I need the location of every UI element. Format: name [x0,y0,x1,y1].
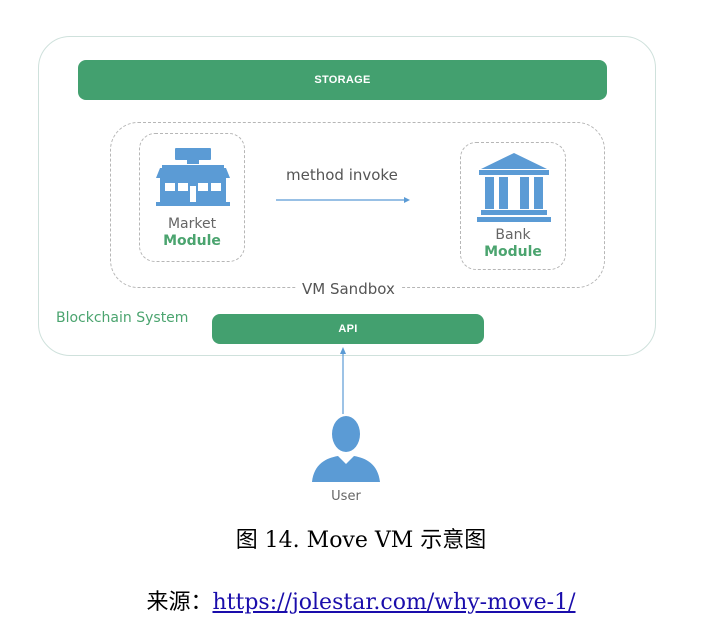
user-label: User [331,489,361,504]
market-module-box [139,133,245,262]
api-bar: API [212,314,484,344]
user-api-arrow [340,347,346,414]
bank-module-box [460,142,566,270]
blockchain-system-label: Blockchain System [56,310,189,326]
method-invoke-arrow [276,197,410,203]
bank-name: Bank [495,227,531,243]
blockchain-system-container [38,36,656,356]
user-icon [312,416,380,482]
source-link[interactable]: https://jolestar.com/why-move-1/ [212,590,576,615]
market-module-label: Market Module [139,216,245,250]
bank-module-word: Module [484,244,542,260]
storage-label: STORAGE [314,74,371,86]
market-name: Market [167,216,217,232]
storage-bar: STORAGE [78,60,607,100]
bank-module-label: Bank Module [460,227,566,261]
method-invoke-label: method invoke [286,166,398,184]
source-line: 来源：https://jolestar.com/why-move-1/ [0,584,722,616]
store-icon [156,148,230,206]
market-module-word: Module [163,233,221,249]
source-prefix: 来源： [146,590,213,615]
vm-sandbox-label: VM Sandbox [296,280,401,298]
figure-caption: 图 14. Move VM 示意图 [235,528,487,553]
bank-icon [477,153,551,222]
api-label: API [338,323,358,335]
